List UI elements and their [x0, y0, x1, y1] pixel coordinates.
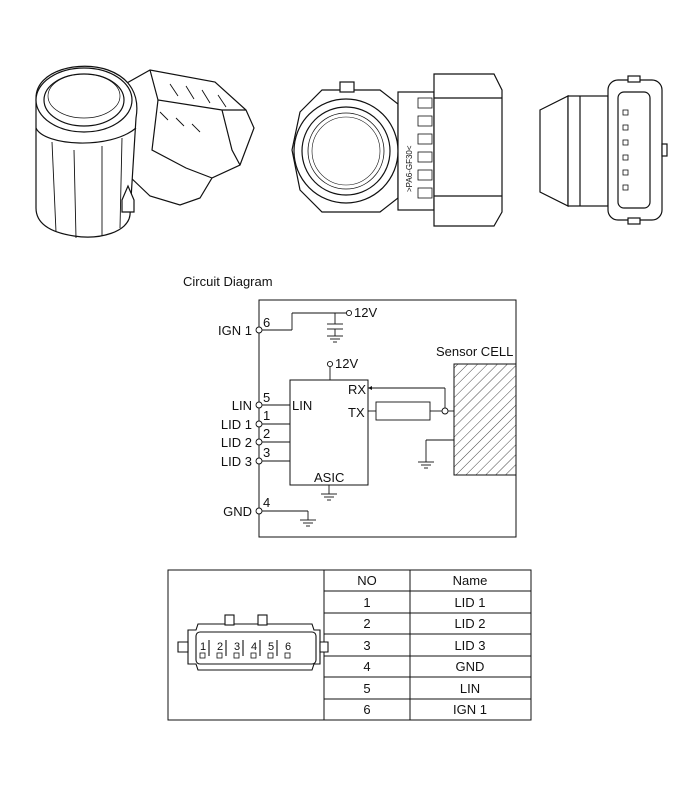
connector-pin-6: 6 [285, 641, 291, 653]
asic-lin-label: LIN [292, 398, 312, 413]
terminal-lid1-pin: 1 [263, 408, 270, 423]
connector-pin-2: 2 [217, 641, 223, 653]
asic-rx-label: RX [348, 382, 366, 397]
table-row-name: LID 2 [454, 616, 485, 631]
connector-pin-1: 1 [200, 641, 206, 653]
terminal-lid2-label: LID 2 [221, 435, 252, 450]
sensor-side-view [291, 73, 503, 227]
table-row-name: GND [456, 659, 485, 674]
supply-node-asic [326, 360, 334, 368]
terminal-lid1-label: LID 1 [221, 417, 252, 432]
terminal-gnd-pin: 4 [263, 495, 270, 510]
table-header-name: Name [453, 573, 488, 588]
terminal-lid2-node [255, 438, 263, 446]
table-row-no: 5 [363, 681, 370, 696]
sensor-cell-label: Sensor CELL [436, 344, 513, 359]
terminal-lin-node [255, 401, 263, 409]
table-row-name: LIN [460, 681, 480, 696]
connector-pin-5: 5 [268, 641, 274, 653]
terminal-lid3-pin: 3 [263, 445, 270, 460]
table-row-name: LID 1 [454, 595, 485, 610]
table-row-no: 1 [363, 595, 370, 610]
supply-wiring [259, 312, 347, 380]
terminal-ign1-label: IGN 1 [218, 323, 252, 338]
terminal-lin-pin: 5 [263, 390, 270, 405]
terminal-lid3-node [255, 457, 263, 465]
terminal-lid1-node [255, 420, 263, 428]
terminal-ign1-node [255, 326, 263, 334]
table-row-no: 3 [363, 638, 370, 653]
circuit-title: Circuit Diagram [183, 274, 273, 289]
sensor-cell-block [453, 363, 517, 476]
table-row-name: IGN 1 [453, 702, 487, 717]
asic-label: ASIC [314, 470, 344, 485]
connector-face-view [177, 614, 329, 671]
rx-arrow [368, 386, 372, 390]
sensor-isometric-view [35, 65, 255, 239]
connector-pin-4: 4 [251, 641, 257, 653]
terminal-lin-label: LIN [232, 398, 252, 413]
terminal-wiring [259, 404, 316, 527]
table-row-no: 4 [363, 659, 370, 674]
table-row-name: LID 3 [454, 638, 485, 653]
sensor-connector-end-view [539, 75, 668, 225]
asic-ground [321, 485, 337, 501]
rx-tx-wiring [368, 387, 454, 469]
pin-table-frame [167, 569, 532, 721]
sensor-marking: >PA6-GF30< [405, 145, 414, 192]
table-row-no: 2 [363, 616, 370, 631]
rx-tx-junction [441, 407, 449, 415]
supply-12v-top: 12V [354, 305, 377, 320]
asic-tx-label: TX [348, 405, 365, 420]
terminal-ign1-pin: 6 [263, 315, 270, 330]
terminal-gnd-label: GND [223, 504, 252, 519]
table-header-no: NO [357, 573, 377, 588]
terminal-gnd-node [255, 507, 263, 515]
terminal-lid3-label: LID 3 [221, 454, 252, 469]
supply-12v-asic: 12V [335, 356, 358, 371]
connector-pin-3: 3 [234, 641, 240, 653]
supply-node-top [345, 309, 353, 317]
table-row-no: 6 [363, 702, 370, 717]
terminal-lid2-pin: 2 [263, 426, 270, 441]
